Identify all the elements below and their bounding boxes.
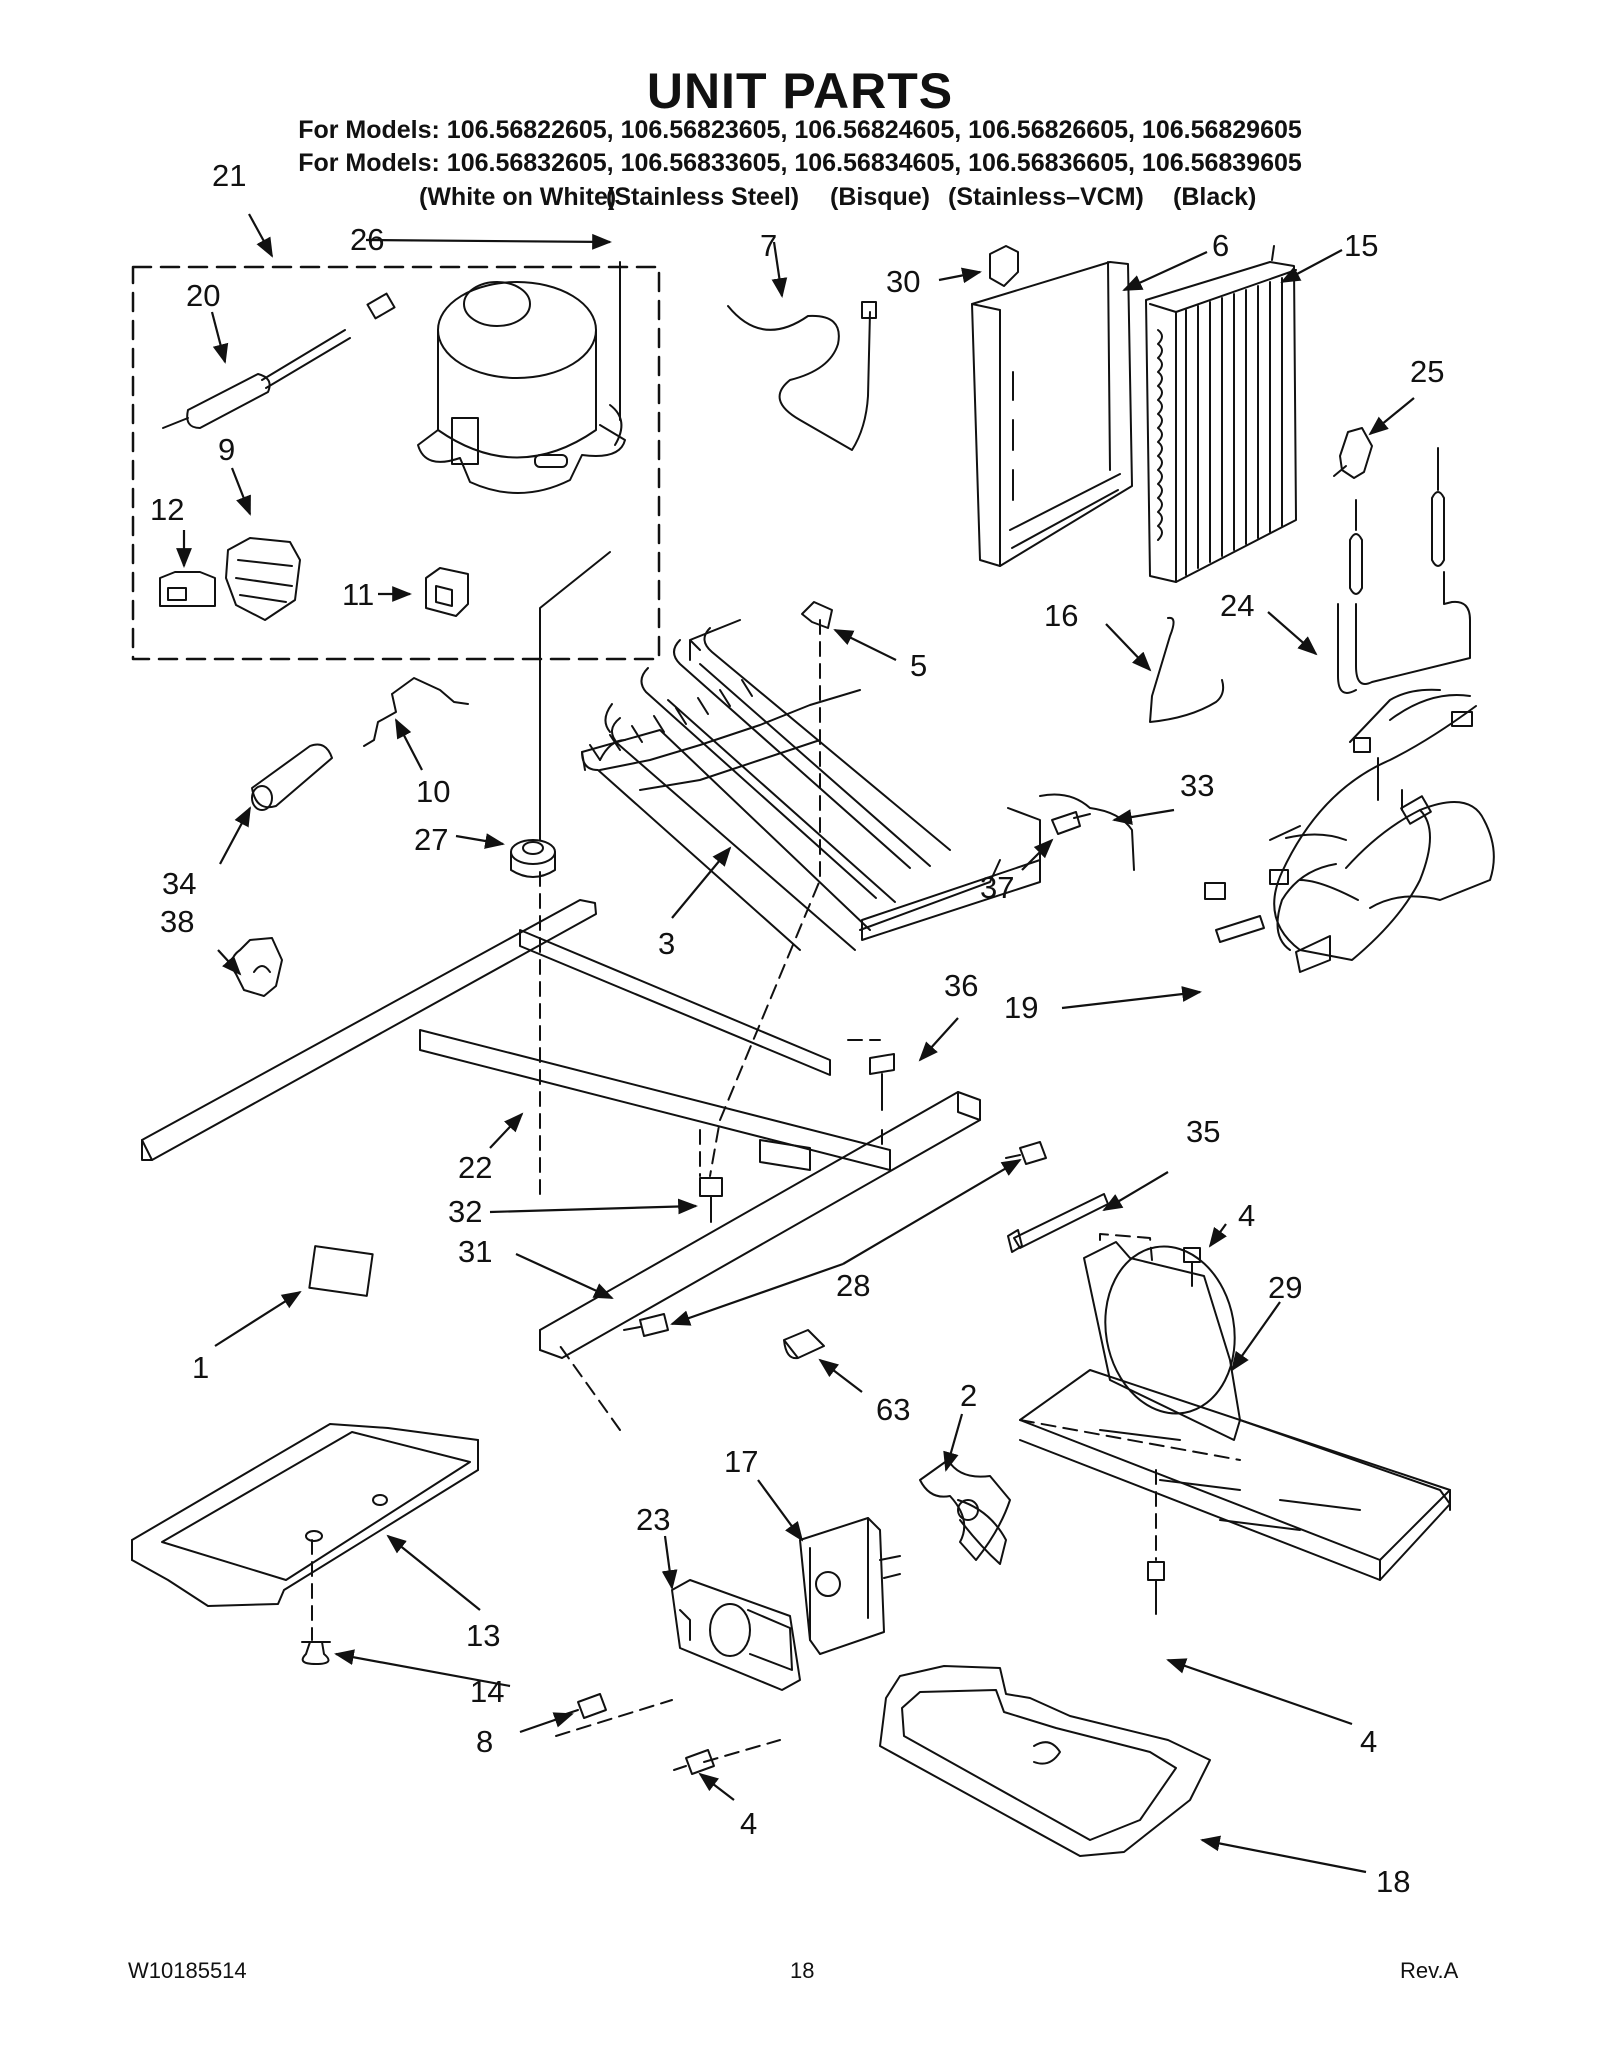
screw-28b-drawing (623, 1313, 669, 1337)
callout-31: 31 (458, 1234, 492, 1269)
screw-28a-drawing (1005, 1141, 1047, 1165)
tie-35-drawing (1007, 1193, 1109, 1253)
coupling-63-drawing (783, 1329, 825, 1360)
callout-26: 26 (350, 222, 384, 257)
wire-10-drawing (363, 677, 469, 747)
models-line-2: For Models: 106.56832605, 106.56833605, … (298, 149, 1302, 177)
shroud-29-drawing (1019, 1241, 1451, 1581)
bracket-33-drawing (1039, 793, 1135, 871)
callout-4-top: 4 (1238, 1198, 1255, 1233)
callout-34: 34 (162, 866, 196, 901)
callout-24: 24 (1220, 588, 1254, 623)
callout-23: 23 (636, 1502, 670, 1537)
sleeve-34-drawing (251, 743, 333, 811)
revision-label: Rev.A (1400, 1958, 1459, 1983)
fan-blade-2-drawing (919, 1459, 1011, 1565)
clip-30-drawing (989, 245, 1019, 287)
clip-25-drawing (1333, 427, 1373, 479)
compressor-drawing (417, 281, 626, 494)
callout-21: 21 (212, 158, 246, 193)
evaporator-15-drawing (1145, 245, 1297, 583)
screw-36-drawing (869, 1053, 895, 1111)
callout-32: 32 (448, 1194, 482, 1229)
callout-13: 13 (466, 1618, 500, 1653)
routing-lines (539, 261, 621, 841)
frame-22-drawing (141, 899, 891, 1171)
duct-panel-6-drawing (971, 261, 1133, 567)
finish-bisque: (Bisque) (830, 183, 930, 211)
callout-20: 20 (186, 278, 220, 313)
callout-5: 5 (910, 648, 927, 683)
callout-3: 3 (658, 926, 675, 961)
callout-27: 27 (414, 822, 448, 857)
tube-7-drawing (727, 305, 871, 451)
callout-29: 29 (1268, 1270, 1302, 1305)
callout-16: 16 (1044, 598, 1078, 633)
callout-25: 25 (1410, 354, 1444, 389)
screw-37-drawing (1051, 811, 1091, 835)
screw-4a-drawing (673, 1749, 715, 1775)
page-number: 18 (790, 1958, 815, 1983)
callout-63: 63 (876, 1392, 910, 1427)
relay-parts-drawing (159, 292, 469, 621)
evaporator-coil-3-drawing (581, 619, 1041, 951)
callout-35: 35 (1186, 1114, 1220, 1149)
callout-4-bottom: 4 (740, 1806, 757, 1841)
callout-12: 12 (150, 492, 184, 527)
screw-32-drawing (699, 1177, 723, 1223)
callout-4-right: 4 (1360, 1724, 1377, 1759)
callout-36: 36 (944, 968, 978, 1003)
finish-stainless-vcm: (Stainless–VCM) (948, 183, 1144, 211)
callout-15: 15 (1344, 228, 1378, 263)
callout-38: 38 (160, 904, 194, 939)
drain-pan-18-drawing (879, 1665, 1211, 1857)
callout-14: 14 (470, 1674, 504, 1709)
callout-37: 37 (980, 870, 1014, 905)
wire-harness-19-drawing (1204, 688, 1495, 973)
callout-8: 8 (476, 1724, 493, 1759)
cover-13-drawing (131, 1423, 479, 1607)
pad-1-drawing (308, 1245, 374, 1297)
screw-4b-drawing (1147, 1561, 1165, 1615)
callout-1: 1 (192, 1350, 209, 1385)
callout-6: 6 (1212, 228, 1229, 263)
document-number: W10185514 (128, 1958, 247, 1983)
callout-2: 2 (960, 1378, 977, 1413)
callout-10: 10 (416, 774, 450, 809)
callout-11: 11 (342, 577, 374, 612)
hook-16-drawing (1149, 616, 1225, 723)
callout-33: 33 (1180, 768, 1214, 803)
plug-14-drawing (301, 1641, 331, 1665)
models-line-1: For Models: 106.56822605, 106.56823605, … (298, 116, 1302, 144)
finish-row: (White on White) (Stainless Steel) (Bisq… (0, 183, 1600, 217)
callout-28: 28 (836, 1268, 870, 1303)
callout-18: 18 (1376, 1864, 1410, 1899)
callout-22: 22 (458, 1150, 492, 1185)
callout-17: 17 (724, 1444, 758, 1479)
compressor-kit-outline (131, 265, 661, 661)
screw-4c-drawing (1183, 1247, 1201, 1287)
grommet-27-drawing (510, 839, 556, 878)
finish-white: (White on White) (419, 183, 617, 211)
tube-24-drawing (1337, 447, 1471, 694)
clamp-38-drawing (230, 937, 283, 997)
frame-31-drawing (539, 1091, 981, 1359)
callout-19: 19 (1004, 990, 1038, 1025)
fan-motor-17-drawing (799, 1517, 901, 1655)
clip-5-drawing (801, 601, 833, 629)
bracket-23-drawing (671, 1579, 801, 1691)
page-title: UNIT PARTS (646, 63, 954, 119)
callout-9: 9 (218, 432, 235, 467)
finish-black: (Black) (1173, 183, 1257, 211)
finish-stainless: (Stainless Steel) (606, 183, 800, 211)
callout-labels: 21 26 20 9 12 11 7 30 6 15 25 16 24 5 10… (150, 158, 1444, 1899)
callout-7: 7 (760, 228, 777, 263)
callout-30: 30 (886, 264, 920, 299)
